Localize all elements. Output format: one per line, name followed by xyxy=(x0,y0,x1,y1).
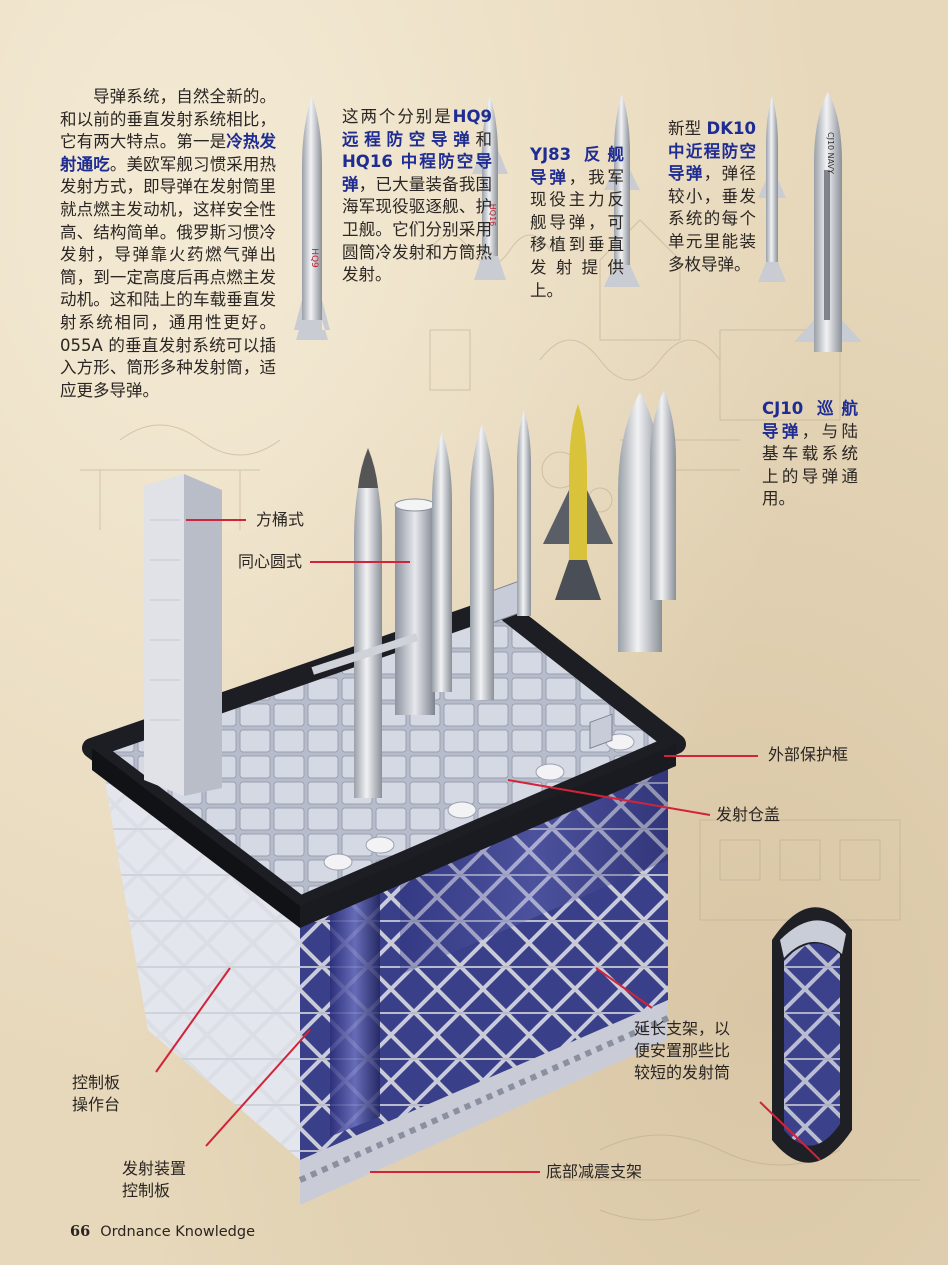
hq-mid: 和 xyxy=(475,129,493,149)
label-launch-control: 发射装置 控制板 xyxy=(122,1158,186,1202)
dk10-post: ，弹径较小，垂发系统的每个单元里能装多枚导弹。 xyxy=(668,164,756,274)
svg-text:HQ9: HQ9 xyxy=(309,248,319,268)
leader-inset xyxy=(759,1101,821,1161)
label-control-line1: 控制板 xyxy=(72,1073,121,1092)
magazine-name: Ordnance Knowledge xyxy=(100,1224,255,1240)
inset-vls xyxy=(772,907,852,1163)
dk10-caption: 新型 DK10 中近程防空导弹，弹径较小，垂发系统的每个单元里能装多枚导弹。 xyxy=(668,118,756,276)
square-canister xyxy=(144,474,222,796)
label-extension: 延长支架，以 便安置那些比 较短的发射筒 xyxy=(634,1018,730,1084)
intro-rest: 。美欧军舰习惯采用热发射方式，即导弹在发射筒里就点燃主发动机，这样安全性高、结构… xyxy=(60,154,276,400)
missile-hq16-block-a xyxy=(432,432,452,692)
cj10-post: ，与陆基车载系统上的导弹通用。 xyxy=(762,421,858,509)
missile-hq16-top: HQ16 xyxy=(472,96,508,280)
label-launch-line2: 控制板 xyxy=(122,1181,171,1200)
page-footer: 66 Ordnance Knowledge xyxy=(70,1223,255,1240)
concentric-canister xyxy=(394,498,436,715)
hq-caption: 这两个分别是HQ9 远程防空导弹和 HQ16 中程防空导弹，已大量装备我国海军现役… xyxy=(342,106,492,287)
cj10-caption: CJ10 巡航导弹，与陆基车载系统上的导弹通用。 xyxy=(762,398,858,511)
svg-text:HQ16: HQ16 xyxy=(488,204,497,227)
intro-text: 导弹系统，自然全新的。和以前的垂直发射系统相比，它有两大特点。第一是冷热发射通吃… xyxy=(60,86,276,402)
leader-hatch xyxy=(507,779,711,816)
missile-hq9-block xyxy=(311,448,419,798)
hq16-highlight: HQ16 中程防空导弹 xyxy=(342,152,492,194)
dk10-pre: 新型 xyxy=(668,119,707,138)
svg-text:CJ10 NAVY: CJ10 NAVY xyxy=(826,132,835,174)
missile-hq9-top: HQ9 xyxy=(294,96,330,340)
missile-dk10-block xyxy=(517,410,531,616)
hq-post: ，已大量装备我国海军现役驱逐舰、护卫舰。它们分别采用圆筒冷发射和方筒热发射。 xyxy=(342,174,492,285)
hq-pre: 这两个分别是 xyxy=(342,107,453,126)
missile-yj83-top xyxy=(604,94,640,287)
leader-control-panel xyxy=(155,967,231,1073)
dk10-highlight: DK10 中近程防空导弹 xyxy=(668,119,756,184)
label-launch-line1: 发射装置 xyxy=(122,1159,187,1178)
missile-cj10-top: CJ10 NAVY xyxy=(794,92,862,352)
missile-hq16-block-b xyxy=(470,424,494,700)
missile-dk10-top xyxy=(758,96,786,282)
label-hatch: 发射仓盖 xyxy=(716,805,781,824)
missile-yj83-block xyxy=(543,404,613,600)
label-square-canister: 方桶式 xyxy=(256,510,305,529)
label-extension-line1: 延长支架，以 xyxy=(634,1019,731,1038)
label-concentric-canister: 同心圆式 xyxy=(238,552,303,571)
label-base-mount: 底部减震支架 xyxy=(546,1162,643,1181)
vls-block xyxy=(82,580,686,1205)
hq9-highlight: HQ9 远程防空导弹 xyxy=(342,107,492,149)
yj83-highlight: YJ83 反舰导弹 xyxy=(530,145,624,187)
leader-launch-control xyxy=(205,1029,311,1147)
intro-p1: 导弹系统，自然全新的。和以前的垂直发射系统相比，它有两大特点。第一是 xyxy=(60,87,276,152)
page-number: 66 xyxy=(70,1223,91,1240)
label-extension-line2: 便安置那些比 xyxy=(634,1041,731,1060)
leader-extension xyxy=(595,967,653,1009)
label-extension-line3: 较短的发射筒 xyxy=(634,1063,731,1082)
yj83-caption: YJ83 反舰导弹，我军现役主力反舰导弹，可移植到垂直发射提供上。 xyxy=(530,144,624,302)
label-control-line2: 操作台 xyxy=(72,1095,121,1114)
cj10-highlight: CJ10 巡航导弹 xyxy=(762,399,858,441)
intro-highlight: 冷热发射通吃 xyxy=(60,132,276,174)
missile-cj10-block xyxy=(618,390,676,652)
label-outer-frame: 外部保护框 xyxy=(768,745,849,764)
yj83-post: ，我军现役主力反舰导弹，可移植到垂直发射提供上。 xyxy=(530,167,624,300)
label-control-panel: 控制板 操作台 xyxy=(72,1072,120,1116)
